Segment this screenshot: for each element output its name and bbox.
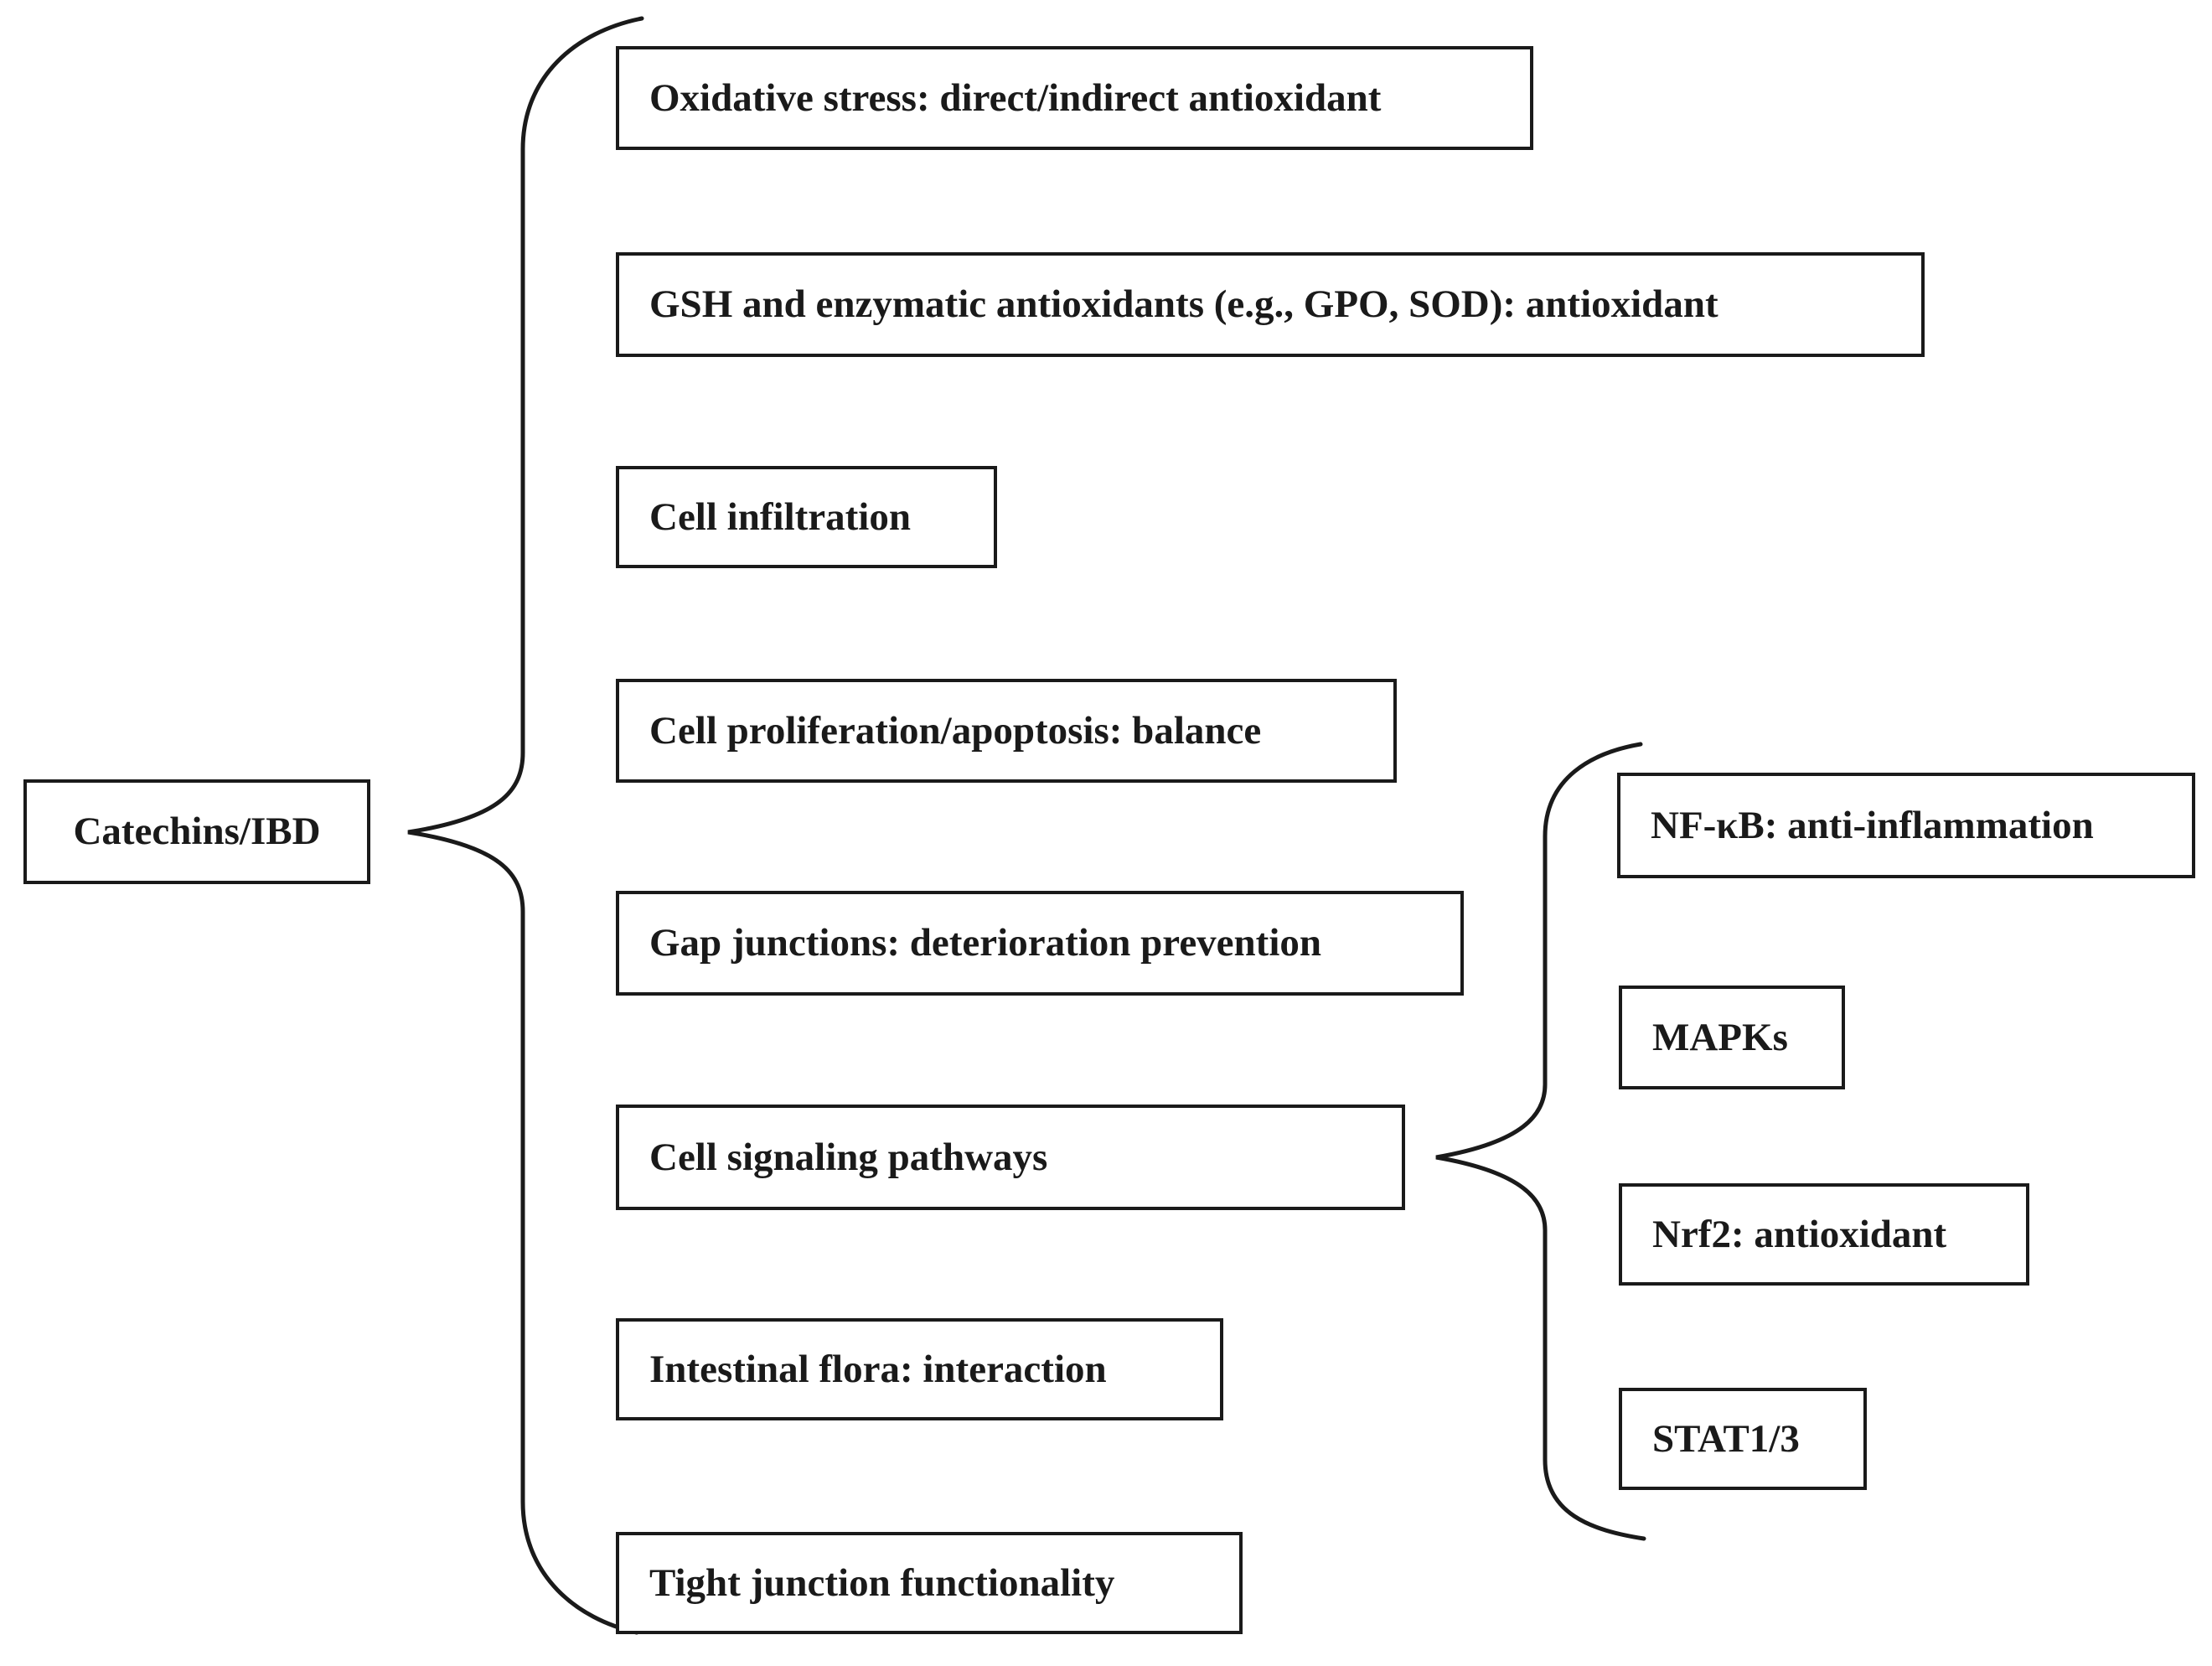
catechins-brace [407, 16, 644, 1635]
node-gap-junctions: Gap junctions: deterioration prevention [616, 891, 1464, 996]
node-catechins-ibd: Catechins/IBD [23, 779, 370, 884]
node-cell-signaling-pathways: Cell signaling pathways [616, 1105, 1405, 1210]
node-tight-junction-functionality: Tight junction functionality [616, 1532, 1243, 1634]
signaling-brace [1435, 742, 1646, 1541]
node-gsh-enzymatic-antioxidants: GSH and enzymatic antioxidants (e.g., GP… [616, 252, 1925, 357]
node-nrf2: Nrf2: antioxidant [1619, 1183, 2029, 1286]
node-cell-infiltration: Cell infiltration [616, 466, 997, 568]
node-stat13: STAT1/3 [1619, 1388, 1867, 1490]
node-cell-proliferation-apoptosis: Cell proliferation/apoptosis: balance [616, 679, 1397, 783]
node-intestinal-flora: Intestinal flora: interaction [616, 1318, 1223, 1420]
node-mapks: MAPKs [1619, 986, 1845, 1089]
node-nfkb: NF-κB: anti-inflammation [1617, 773, 2195, 878]
node-oxidative-stress: Oxidative stress: direct/indirect antiox… [616, 46, 1533, 150]
